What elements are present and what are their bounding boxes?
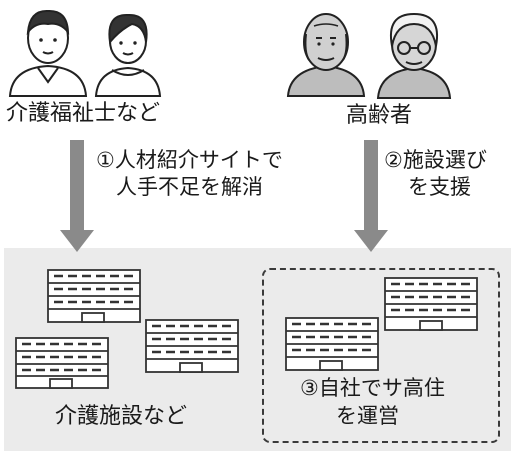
care-facility-building-3 [145, 319, 239, 373]
caregiver-man-icon [8, 9, 88, 97]
step-3-line-1: ③自社でサ高住 [300, 376, 445, 400]
care-facility-building-1 [47, 269, 141, 323]
step-2-line-2: を支援 [408, 175, 471, 199]
step-1-line-1: ①人材紹介サイトで [96, 148, 283, 172]
housing-building-1 [384, 277, 478, 331]
arrow-to-facilities [60, 140, 94, 252]
facilities-label: 介護施設など [55, 404, 188, 429]
step-1-line-2: 人手不足を解消 [116, 175, 263, 199]
step-2-line-1: ②施設選び [384, 148, 487, 172]
care-facility-building-2 [15, 337, 109, 389]
caregivers-label: 介護福祉士など [6, 101, 161, 126]
step-3-line-2: を運営 [336, 404, 399, 428]
caregiver-woman-icon [94, 13, 162, 97]
own-housing-box [262, 268, 500, 443]
arrow-to-housing [354, 140, 388, 252]
elderly-man-icon [286, 13, 366, 97]
housing-building-2 [285, 317, 379, 371]
elderly-woman-icon [376, 12, 452, 99]
elderly-label: 高齢者 [346, 103, 413, 128]
